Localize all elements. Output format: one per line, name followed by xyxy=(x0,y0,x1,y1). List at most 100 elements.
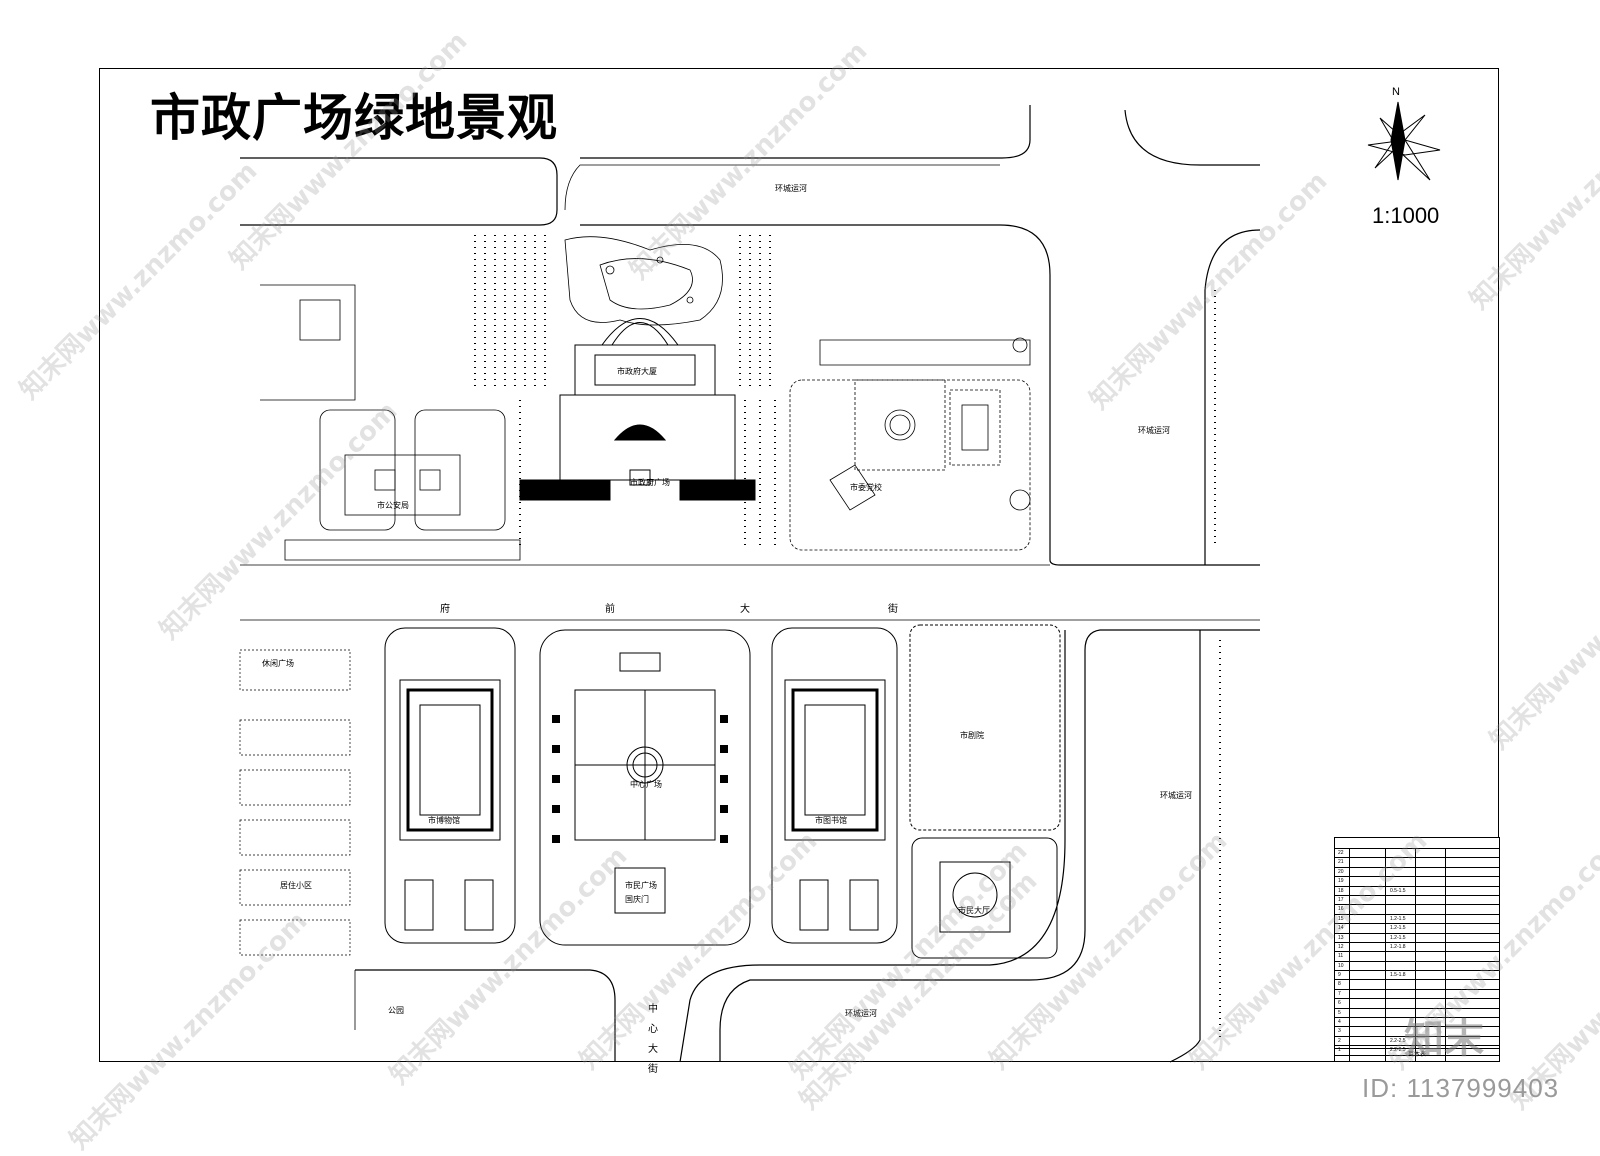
label-central-fountain: 中心广场 xyxy=(630,780,662,789)
legend-row-spec: 1.2-1.5 xyxy=(1390,915,1406,922)
legend-row: 18 0.5-1.5 xyxy=(1335,887,1499,896)
label-river-bottom: 环城运河 xyxy=(845,1009,877,1018)
legend-row: 1 2.2-2.5 xyxy=(1335,1046,1499,1056)
legend-row-spec: 1.2-1.8 xyxy=(1390,943,1406,950)
legend-row-no: 6 xyxy=(1338,1000,1341,1007)
legend-row-spec: 2.2-2.5 xyxy=(1390,1047,1406,1054)
legend-row: 15 1.2-1.5 xyxy=(1335,915,1499,925)
legend-row-no: 19 xyxy=(1338,878,1344,885)
road-zx-1: 中 xyxy=(648,1004,658,1015)
road-char-1: 府 xyxy=(440,604,450,615)
legend-row-spec: 1.2-1.5 xyxy=(1390,925,1406,932)
legend-row: 4 xyxy=(1335,1018,1499,1028)
legend-row-spec: 1.5-1.8 xyxy=(1390,972,1406,979)
site-plan xyxy=(239,101,1441,1063)
legend-row-no: 7 xyxy=(1338,990,1341,997)
legend-row: 12 1.2-1.8 xyxy=(1335,943,1499,953)
legend-row: 10 xyxy=(1335,962,1499,972)
legend-row-no: 18 xyxy=(1338,887,1344,894)
label-citizen-hall: 市民大厅 xyxy=(958,906,990,915)
north-road-east xyxy=(580,105,1031,159)
road-zx-2: 心 xyxy=(648,1024,658,1035)
legend-row: 11 xyxy=(1335,952,1499,962)
legend-row: 6 xyxy=(1335,999,1499,1009)
road-zx-4: 街 xyxy=(648,1064,658,1075)
page-title: 市政广场绿地景观 xyxy=(150,89,558,147)
label-gov-square: 市政府广场 xyxy=(630,478,670,487)
central-square xyxy=(539,629,751,946)
label-leisure-square: 休闲广场 xyxy=(262,659,294,668)
legend-header xyxy=(1335,838,1499,849)
legend-row: 22 xyxy=(1335,849,1499,859)
legend-row-no: 8 xyxy=(1338,981,1341,988)
road-char-2: 前 xyxy=(605,604,615,615)
legend-row-no: 10 xyxy=(1338,962,1344,969)
south-east-road xyxy=(719,629,1260,1062)
label-river-top: 环城运河 xyxy=(775,184,807,193)
canal-bend xyxy=(1124,109,1260,166)
road-zhongxin: 中 心 大 街 xyxy=(647,1000,659,1080)
legend-row-no: 16 xyxy=(1338,906,1344,913)
legend-row: 13 1.2-1.5 xyxy=(1335,934,1499,943)
north-arrow xyxy=(1367,101,1441,181)
legend-row: 9 1.5-1.8 xyxy=(1335,971,1499,981)
legend-row-no: 17 xyxy=(1338,896,1344,903)
legend-row-no: 13 xyxy=(1338,934,1344,941)
legend-row-no: 1 xyxy=(1338,1047,1341,1054)
legend-row-no: 20 xyxy=(1338,868,1344,875)
north-road-west xyxy=(240,157,558,226)
label-river-right-upper: 环城运河 xyxy=(1138,426,1170,435)
legend-row-no: 15 xyxy=(1338,915,1344,922)
legend-row: 16 xyxy=(1335,905,1499,915)
legend-row-no: 21 xyxy=(1338,859,1344,866)
legend-row-spec: 2.2-2.5 xyxy=(1390,1037,1406,1044)
image-id: ID: 1137999403 xyxy=(1362,1073,1560,1103)
label-river-right-lower: 环城运河 xyxy=(1160,791,1192,800)
legend-row-no: 2 xyxy=(1338,1037,1341,1044)
gov-dome xyxy=(611,322,669,346)
legend-row: 17 xyxy=(1335,896,1499,906)
legend-row-no: 11 xyxy=(1338,953,1344,960)
east-road-upper xyxy=(580,224,1260,566)
label-west-building: 市公安局 xyxy=(377,501,409,510)
garden-lawn xyxy=(564,236,723,326)
legend-row: 7 xyxy=(1335,990,1499,1000)
legend-row-no: 14 xyxy=(1338,925,1344,932)
label-main-square: 市民广场 xyxy=(625,881,657,890)
museum-block xyxy=(384,627,516,944)
legend-row: 8 xyxy=(1335,980,1499,990)
drawing-frame xyxy=(99,68,1499,1062)
label-hotel: 市委党校 xyxy=(850,483,882,492)
road-zx-3: 大 xyxy=(648,1044,658,1055)
legend-row: 2 2.2-2.5 xyxy=(1335,1037,1499,1047)
road-char-4: 街 xyxy=(888,604,898,615)
brand-logo: 知末 xyxy=(1404,1016,1484,1062)
legend-row: 21 xyxy=(1335,858,1499,868)
legend-row-spec: 1.2-1.5 xyxy=(1390,934,1406,941)
legend-row: 19 xyxy=(1335,877,1499,887)
legend-row-no: 9 xyxy=(1338,972,1341,979)
label-park: 公园 xyxy=(388,1006,404,1015)
label-national-gate: 国庆门 xyxy=(625,895,649,904)
legend-row: 14 1.2-1.5 xyxy=(1335,924,1499,934)
label-theater: 市剧院 xyxy=(960,731,984,740)
label-residential: 居住小区 xyxy=(280,881,312,890)
legend-row: 5 xyxy=(1335,1009,1499,1019)
label-gov-building: 市政府大厦 xyxy=(617,367,657,376)
legend-row: 20 xyxy=(1335,868,1499,878)
legend-row-no: 5 xyxy=(1338,1009,1341,1016)
library-block xyxy=(771,627,898,944)
legend-footer: 苗木表 xyxy=(1335,1048,1499,1061)
legend-row-spec: 0.5-1.5 xyxy=(1390,887,1406,894)
legend-row-no: 22 xyxy=(1338,850,1344,856)
legend-row-no: 12 xyxy=(1338,943,1344,950)
legend-row-no: 4 xyxy=(1338,1019,1341,1026)
road-char-3: 大 xyxy=(740,604,750,615)
legend-row: 3 xyxy=(1335,1027,1499,1037)
label-library: 市图书馆 xyxy=(815,816,847,825)
legend-row-no: 3 xyxy=(1338,1028,1341,1035)
north-label: N xyxy=(1392,86,1400,98)
label-museum: 市博物馆 xyxy=(428,816,460,825)
scale-label: 1:1000 xyxy=(1372,203,1440,228)
